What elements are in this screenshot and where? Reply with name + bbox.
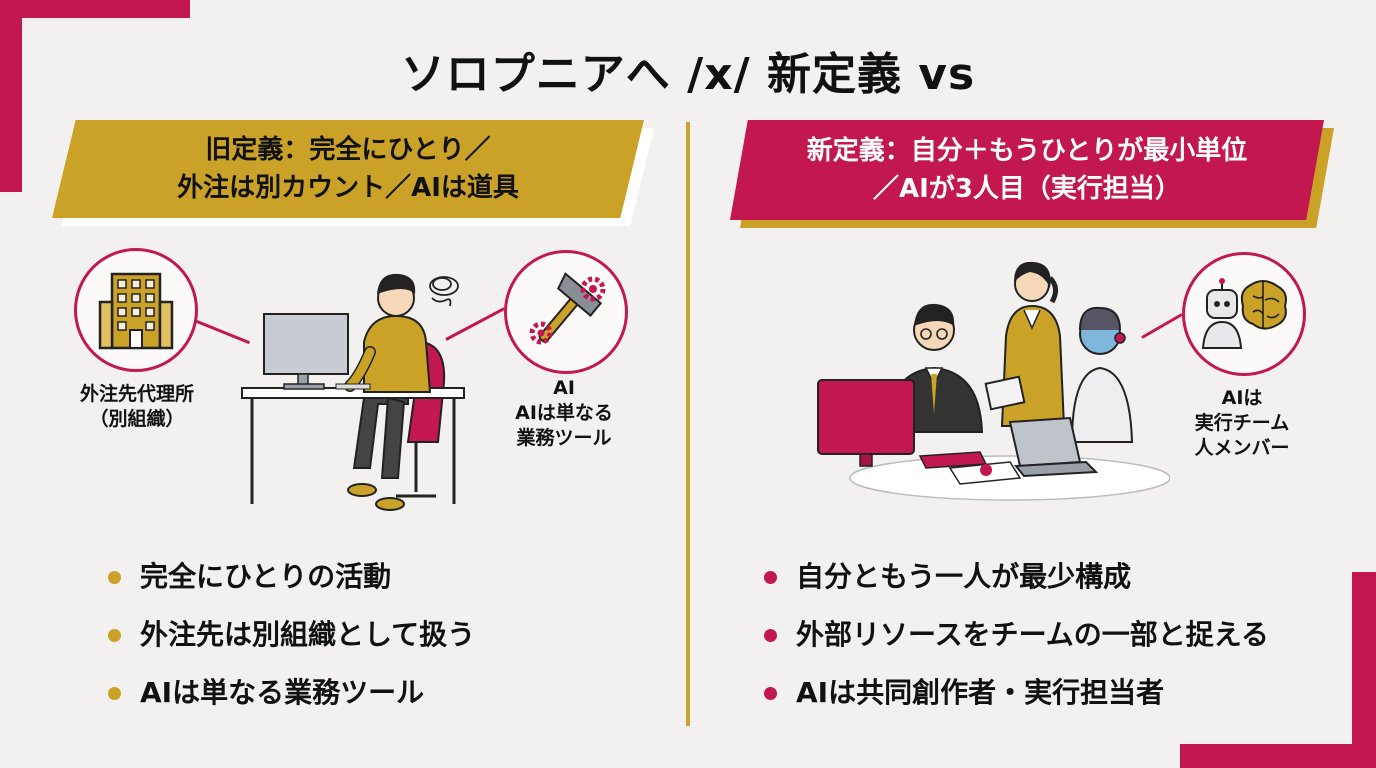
tools-label: AI AIは単なる 業務ツール — [515, 377, 613, 449]
agency-circle — [74, 248, 198, 372]
center-divider — [686, 122, 690, 726]
robot-brain-icon — [1201, 278, 1287, 349]
corner-accent-bottom-right-h — [1180, 744, 1376, 768]
list-item: 完全にひとりの活動 — [108, 548, 475, 606]
old-definition-banner: 旧定義：完全にひとり／ 外注は別カウント／AIは道具 — [52, 120, 654, 226]
new-definition-banner: 新定義：自分＋もうひとりが最小単位 ／AIが3人目（実行担当） — [730, 120, 1334, 228]
list-item: AIは単なる業務ツール — [108, 664, 475, 722]
new-definition-line-1: 新定義：自分＋もうひとりが最小単位 — [806, 136, 1248, 166]
hammer-gears-icon — [529, 272, 606, 345]
tools-circle — [504, 250, 628, 374]
agency-label: 外注先代理所 （別組織） — [79, 383, 194, 430]
new-definition-line-2: ／AIが3人目（実行担当） — [873, 174, 1181, 204]
page-title: ソロプニアへ /x/ 新定義 vs — [400, 49, 976, 100]
team-with-ai-illustration — [817, 261, 1170, 501]
old-definition-line-2: 外注は別カウント／AIは道具 — [177, 173, 519, 203]
old-definition-bullets: 完全にひとりの活動 外注先は別組織として扱う AIは単なる業務ツール — [108, 548, 475, 722]
new-definition-bullets: 自分ともう一人が最少構成 外部リソースをチームの一部と捉える AIは共同創作者・… — [764, 548, 1269, 722]
corner-accent-top-left-v — [0, 0, 22, 192]
corner-accent-bottom-right-v — [1352, 572, 1376, 768]
old-definition-line-1: 旧定義：完全にひとり／ — [205, 135, 491, 165]
corner-accent-top-left-h — [0, 0, 190, 18]
list-item: 外注先は別組織として扱う — [108, 606, 475, 664]
list-item: AIは共同創作者・実行担当者 — [764, 664, 1269, 722]
ai-member-circle — [1182, 252, 1306, 376]
office-building-icon — [98, 272, 174, 350]
solo-worker-illustration — [241, 273, 465, 511]
list-item: 外部リソースをチームの一部と捉える — [764, 606, 1269, 664]
ai-member-label: AIは 実行チーム 人メンバー — [1194, 387, 1290, 459]
list-item: 自分ともう一人が最少構成 — [764, 548, 1269, 606]
